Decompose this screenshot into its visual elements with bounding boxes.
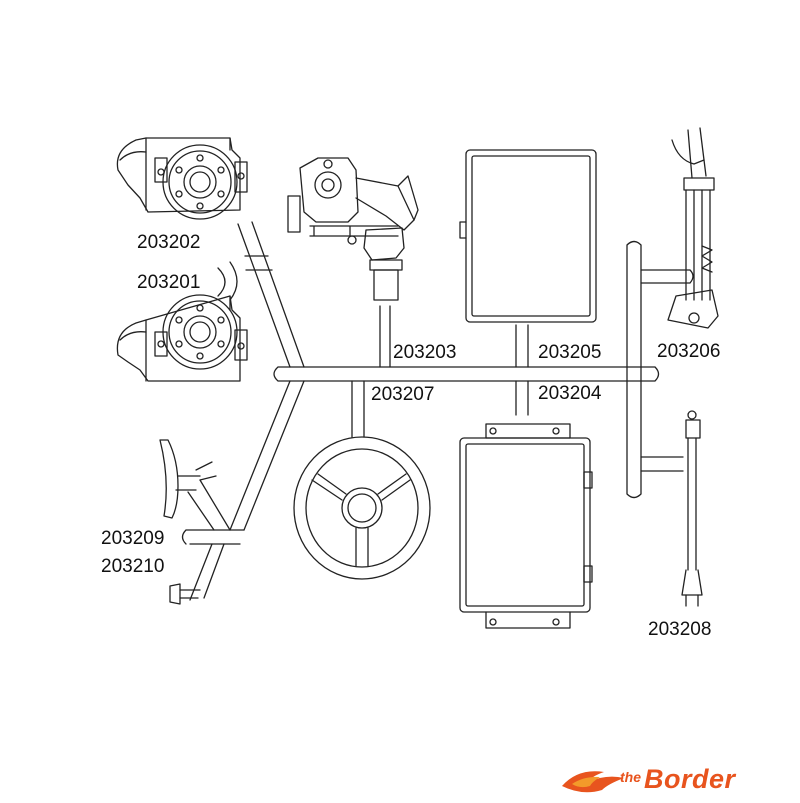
hub-carrier-upper [116, 137, 248, 220]
steering-wheel [293, 436, 431, 580]
sprue-frame [181, 221, 694, 601]
part-label-203206: 203206 [656, 341, 722, 362]
flame-icon [562, 771, 624, 793]
mounting-bracket [159, 439, 201, 519]
jack-lever [667, 127, 719, 329]
small-clip [169, 583, 201, 605]
part-label-203207: 203207 [370, 384, 436, 405]
part-label-203209: 203209 [100, 528, 166, 549]
part-label-203203: 203203 [392, 342, 458, 363]
battery-tray-bottom [459, 423, 593, 629]
shock-rod [681, 410, 703, 607]
hub-carrier-lower [116, 294, 248, 382]
part-label-203201: 203201 [136, 272, 202, 293]
part-label-203208: 203208 [647, 619, 713, 640]
part-label-203210: 203210 [100, 556, 166, 577]
logo-name: Border [644, 764, 736, 794]
part-label-203204: 203204 [537, 383, 603, 404]
battery-plate-top [459, 149, 597, 323]
gearbox-assembly [287, 157, 419, 301]
part-label-203205: 203205 [537, 342, 603, 363]
part-label-203202: 203202 [136, 232, 202, 253]
logo-prefix: the [620, 769, 641, 785]
